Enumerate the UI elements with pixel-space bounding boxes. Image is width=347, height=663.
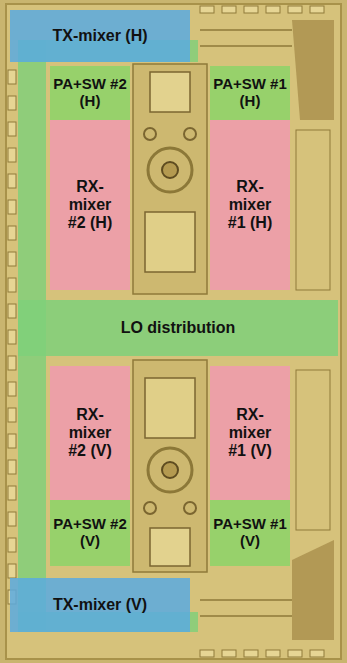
tx-mixer-block: TX-mixer (H) bbox=[10, 10, 190, 62]
structure bbox=[150, 72, 190, 112]
bond-pad bbox=[8, 226, 16, 240]
block-label: RX- mixer #1 (H) bbox=[220, 178, 280, 232]
routing bbox=[292, 20, 334, 120]
structure bbox=[145, 212, 195, 272]
bond-pad bbox=[8, 434, 16, 448]
bond-pad bbox=[222, 6, 236, 13]
rx-mixer-block: RX- mixer #2 (H) bbox=[50, 120, 130, 290]
bond-pad bbox=[288, 650, 302, 657]
block-label: RX- mixer #2 (V) bbox=[60, 406, 120, 460]
bond-pad bbox=[8, 174, 16, 188]
inductor bbox=[148, 148, 192, 192]
routing bbox=[296, 370, 330, 530]
bond-pad bbox=[8, 304, 16, 318]
inductor-core bbox=[162, 162, 178, 178]
bond-pad bbox=[8, 70, 16, 84]
bond-pad bbox=[200, 650, 214, 657]
structure bbox=[145, 378, 195, 438]
block-label: PA+SW #1 (V) bbox=[212, 516, 288, 550]
bond-pad bbox=[8, 512, 16, 526]
center-column bbox=[133, 360, 207, 572]
tx-mixer-block: TX-mixer (V) bbox=[10, 578, 190, 632]
bond-pad bbox=[266, 650, 280, 657]
bond-pad bbox=[310, 6, 324, 13]
bond-pad bbox=[8, 460, 16, 474]
rx-mixer-block: RX- mixer #1 (H) bbox=[210, 120, 290, 290]
bond-pad bbox=[8, 408, 16, 422]
block-label: TX-mixer (H) bbox=[52, 27, 147, 45]
center-column bbox=[133, 64, 207, 294]
lo-distribution-band: LO distribution bbox=[18, 300, 338, 356]
bond-pad bbox=[266, 6, 280, 13]
bond-pad bbox=[222, 650, 236, 657]
bond-pad bbox=[200, 6, 214, 13]
inductor bbox=[148, 448, 192, 492]
bond-pad bbox=[8, 382, 16, 396]
bond-pad bbox=[8, 252, 16, 266]
inductor-core bbox=[162, 462, 178, 478]
bond-pad bbox=[8, 96, 16, 110]
pa-switch-block: PA+SW #2 (V) bbox=[50, 500, 130, 566]
bond-pad bbox=[8, 330, 16, 344]
pa-switch-block: PA+SW #2 (H) bbox=[50, 66, 130, 120]
bond-pad bbox=[8, 278, 16, 292]
bond-pad bbox=[244, 650, 258, 657]
bond-pad bbox=[8, 148, 16, 162]
bond-pad bbox=[8, 564, 16, 578]
bond-pad bbox=[244, 6, 258, 13]
bond-pad bbox=[8, 122, 16, 136]
via bbox=[184, 128, 196, 140]
routing bbox=[292, 540, 334, 640]
block-label: RX- mixer #1 (V) bbox=[220, 406, 280, 460]
block-label: TX-mixer (V) bbox=[53, 596, 147, 614]
structure bbox=[150, 528, 190, 566]
rx-mixer-block: RX- mixer #1 (V) bbox=[210, 366, 290, 500]
via bbox=[144, 128, 156, 140]
via bbox=[184, 502, 196, 514]
block-label: RX- mixer #2 (H) bbox=[60, 178, 120, 232]
rx-mixer-block: RX- mixer #2 (V) bbox=[50, 366, 130, 500]
pa-switch-block: PA+SW #1 (V) bbox=[210, 500, 290, 566]
bond-pad bbox=[288, 6, 302, 13]
bond-pad bbox=[8, 486, 16, 500]
block-label: LO distribution bbox=[121, 319, 236, 337]
block-label: PA+SW #2 (V) bbox=[52, 516, 128, 550]
bond-pad bbox=[8, 200, 16, 214]
die-area bbox=[6, 4, 341, 659]
block-label: PA+SW #1 (H) bbox=[212, 76, 288, 110]
pa-switch-block: PA+SW #1 (H) bbox=[210, 66, 290, 120]
block-label: PA+SW #2 (H) bbox=[52, 76, 128, 110]
bond-pad bbox=[310, 650, 324, 657]
via bbox=[144, 502, 156, 514]
bond-pad bbox=[8, 356, 16, 370]
bond-pad bbox=[8, 538, 16, 552]
routing bbox=[296, 130, 330, 290]
